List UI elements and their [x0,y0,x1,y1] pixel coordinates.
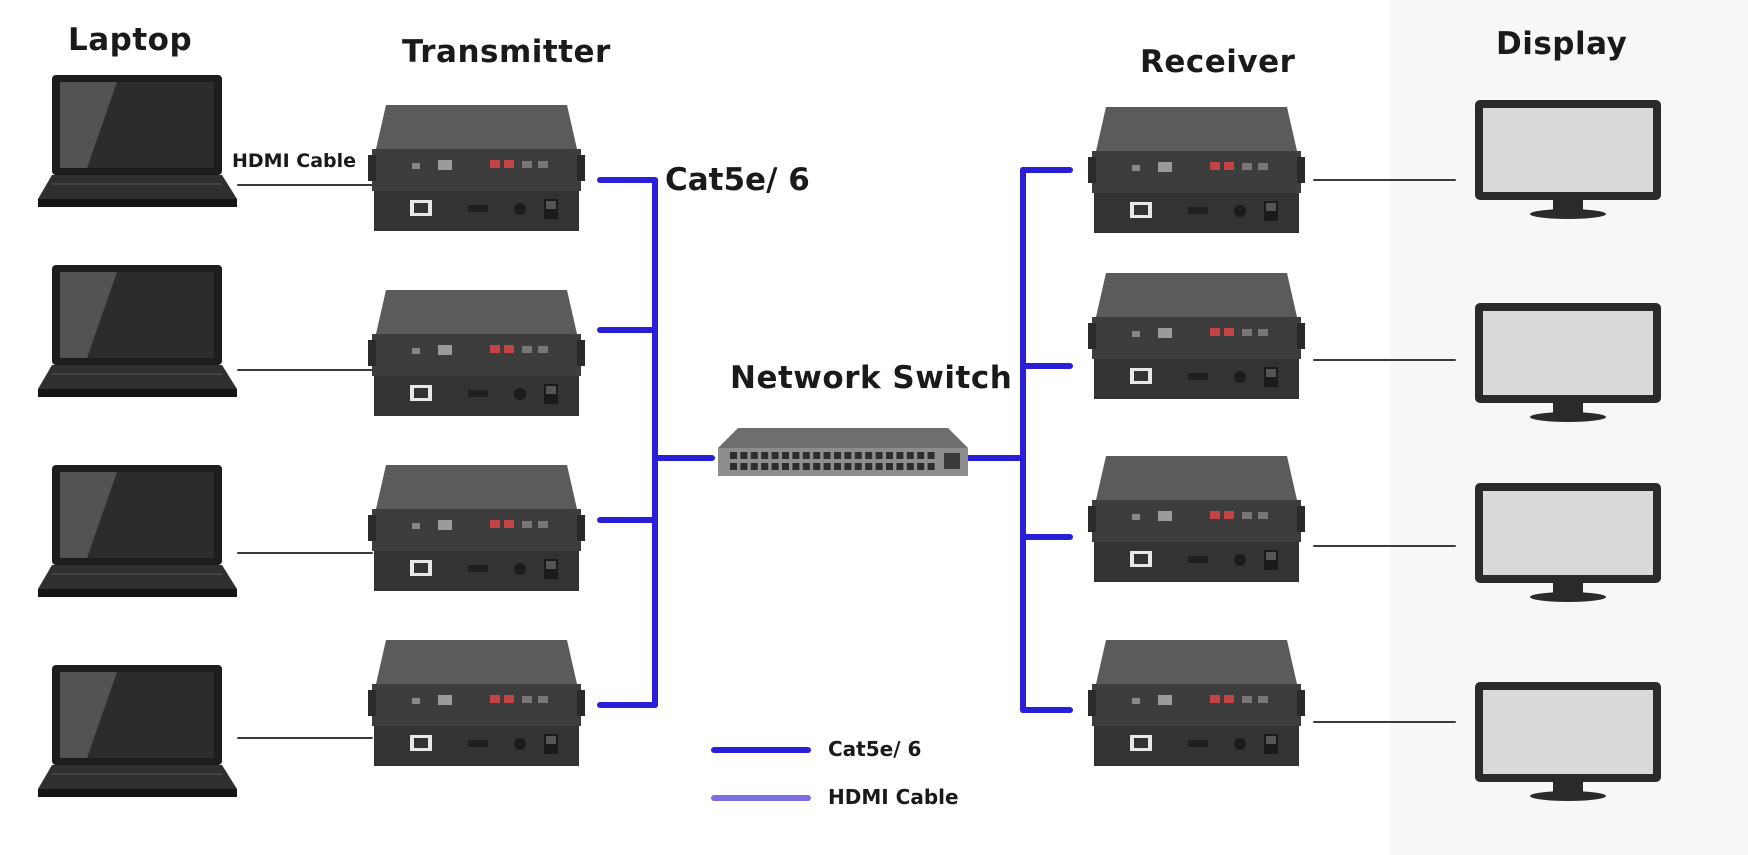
transmitter-icon-2 [368,465,585,591]
transmitter-icon-1 [368,290,585,416]
network-switch-label: Network Switch [730,360,1013,396]
display-icon-2 [1475,483,1661,602]
devices-layer [38,75,1661,801]
laptop-icon-3 [38,665,237,797]
display-column-title: Display [1496,26,1628,62]
laptop-icon-2 [38,465,237,597]
wires-layer [237,167,1456,801]
display-icon-0 [1475,100,1661,219]
legend-hdmi-label: HDMI Cable [828,785,959,809]
cat-cable-label: Cat5e/ 6 [665,162,810,198]
receiver-icon-2 [1088,456,1305,582]
display-icon-1 [1475,303,1661,422]
receiver-icon-1 [1088,273,1305,399]
display-icon-3 [1475,682,1661,801]
laptop-icon-1 [38,265,237,397]
receiver-icon-0 [1088,107,1305,233]
transmitter-icon-3 [368,640,585,766]
hdmi-cable-label: HDMI Cable [232,150,357,172]
network-switch-icon [718,428,968,476]
receiver-icon-3 [1088,640,1305,766]
legend-cat-label: Cat5e/ 6 [828,737,922,761]
laptop-column-title: Laptop [68,22,193,58]
receiver-column-title: Receiver [1140,44,1296,80]
transmitter-column-title: Transmitter [402,34,611,70]
laptop-icon-0 [38,75,237,207]
transmitter-icon-0 [368,105,585,231]
